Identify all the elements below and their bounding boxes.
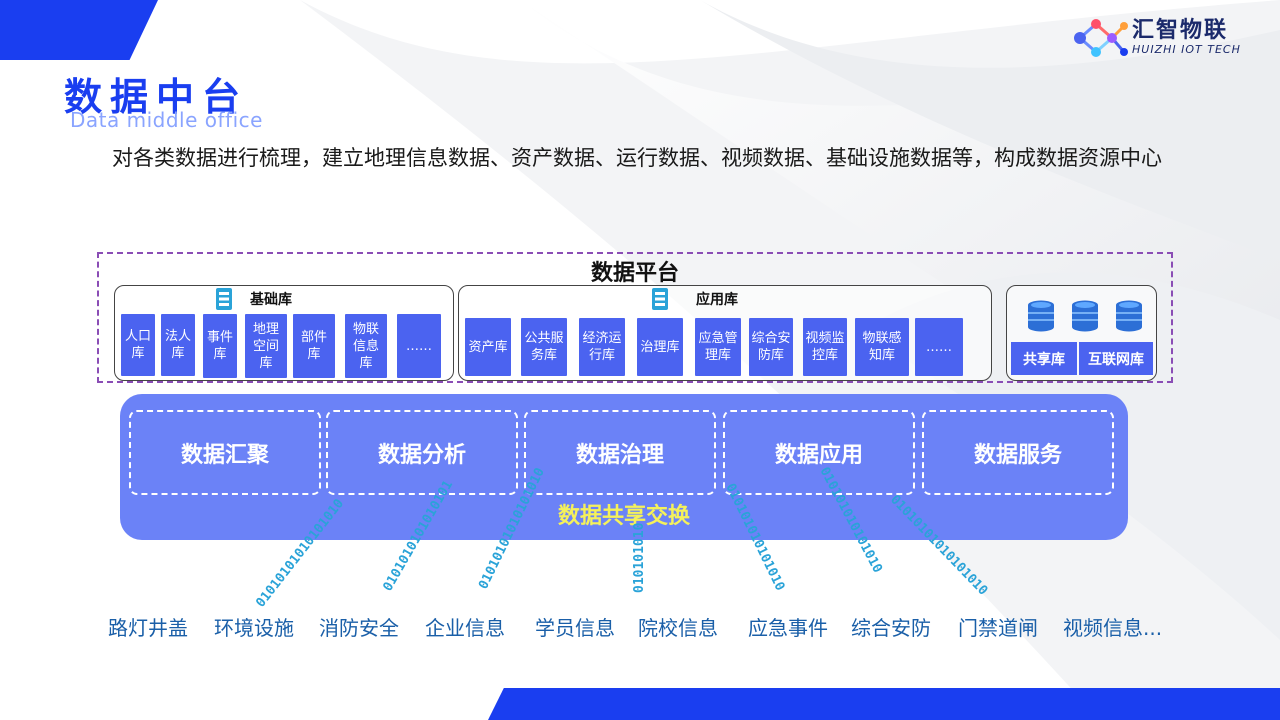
page-subtitle: Data middle office bbox=[70, 108, 263, 132]
source-item: 学员信息 bbox=[535, 616, 615, 640]
database-cylinder-icon bbox=[1116, 300, 1142, 332]
company-logo: 汇智物联 HUIZHI IOT TECH bbox=[1068, 14, 1241, 62]
source-item: 门禁道闸 bbox=[958, 616, 1038, 640]
process-step-application: 数据应用 bbox=[723, 410, 915, 495]
app-item: 视频监控库 bbox=[803, 318, 847, 376]
base-item: …… bbox=[397, 314, 441, 378]
source-item: 院校信息 bbox=[638, 616, 718, 640]
share-library-group: 共享库 互联网库 bbox=[1006, 285, 1157, 381]
data-platform-panel: 数据平台 基础库 人口库 法人库 事件库 地理空间库 部件库 物联信息库 …… bbox=[97, 252, 1173, 383]
source-item: 企业信息 bbox=[425, 616, 505, 640]
process-step-service: 数据服务 bbox=[922, 410, 1114, 495]
base-item: 人口库 bbox=[121, 314, 155, 376]
molecule-logo-icon bbox=[1074, 19, 1128, 57]
share-library-button: 共享库 bbox=[1011, 342, 1077, 375]
database-cylinder-icon bbox=[1028, 300, 1054, 332]
source-item: 环境设施 bbox=[214, 616, 294, 640]
platform-title: 数据平台 bbox=[590, 261, 679, 286]
page-description: 对各类数据进行梳理，建立地理信息数据、资产数据、运行数据、视频数据、基础设施数据… bbox=[112, 146, 1162, 170]
app-item: 综合安防库 bbox=[749, 318, 793, 376]
database-icon bbox=[216, 288, 232, 310]
base-item: 物联信息库 bbox=[345, 314, 387, 378]
base-item: 地理空间库 bbox=[245, 314, 287, 378]
corner-accent-bottom-right bbox=[488, 688, 1280, 720]
app-item: 应急管理库 bbox=[695, 318, 741, 376]
page-title: 数据中台 bbox=[64, 75, 249, 119]
logo-name-cn: 汇智物联 bbox=[1132, 18, 1229, 43]
source-item: 视频信息... bbox=[1063, 616, 1163, 640]
base-item: 事件库 bbox=[203, 314, 237, 378]
base-library-label: 基础库 bbox=[250, 292, 292, 308]
process-step-governance: 数据治理 bbox=[524, 410, 716, 495]
app-item: …… bbox=[915, 318, 963, 376]
source-item: 消防安全 bbox=[319, 616, 399, 640]
base-item: 部件库 bbox=[293, 314, 335, 378]
app-item: 治理库 bbox=[637, 318, 683, 376]
base-item: 法人库 bbox=[161, 314, 195, 376]
app-item: 经济运行库 bbox=[579, 318, 625, 376]
process-step-aggregate: 数据汇聚 bbox=[129, 410, 321, 495]
app-library-group: 应用库 资产库 公共服务库 经济运行库 治理库 应急管理库 综合安防库 视频监控… bbox=[458, 285, 992, 381]
data-exchange-label: 数据共享交换 bbox=[557, 504, 690, 529]
data-sources-row: 路灯井盖 环境设施 消防安全 企业信息 学员信息 院校信息 应急事件 综合安防 … bbox=[0, 612, 1280, 648]
data-process-band: 数据汇聚 数据分析 数据治理 数据应用 数据服务 数据共享交换 bbox=[120, 394, 1128, 540]
corner-accent-top-left bbox=[0, 0, 158, 60]
app-item: 公共服务库 bbox=[521, 318, 567, 376]
source-item: 综合安防 bbox=[851, 616, 931, 640]
source-item: 路灯井盖 bbox=[108, 616, 188, 640]
internet-library-button: 互联网库 bbox=[1079, 342, 1153, 375]
app-item: 资产库 bbox=[465, 318, 511, 376]
base-library-group: 基础库 人口库 法人库 事件库 地理空间库 部件库 物联信息库 …… bbox=[114, 285, 454, 381]
app-library-label: 应用库 bbox=[696, 292, 738, 308]
process-step-analysis: 数据分析 bbox=[326, 410, 518, 495]
app-item: 物联感知库 bbox=[855, 318, 909, 376]
database-icon bbox=[652, 288, 668, 310]
logo-name-en: HUIZHI IOT TECH bbox=[1132, 43, 1241, 56]
source-item: 应急事件 bbox=[748, 616, 828, 640]
database-cylinder-icon bbox=[1072, 300, 1098, 332]
